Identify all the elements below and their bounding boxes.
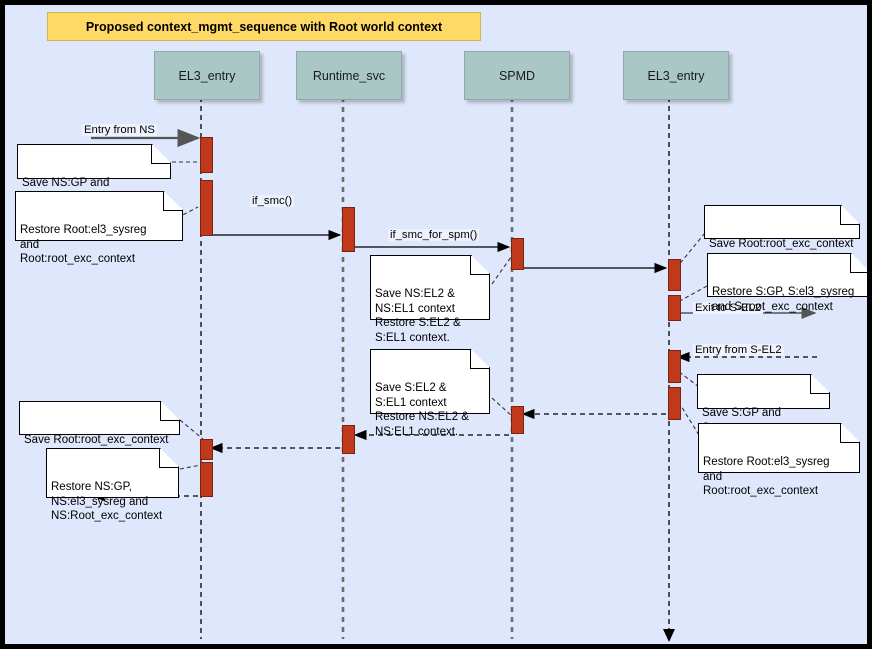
diagram-title-banner: Proposed context_mgmt_sequence with Root…	[47, 12, 481, 41]
note-save-s-gp: Save S:GP and S:root_exc_context	[697, 374, 830, 434]
note-save-root-exc-context-left: Save Root:root_exc_context	[19, 401, 180, 446]
activation-bar-el3-left-1	[200, 137, 213, 173]
note-connector-n7	[677, 400, 700, 436]
note-restore-s-gp: Restore S:GP, S:el3_sysreg and S:root_ex…	[707, 253, 867, 313]
message-label-if-smc-for-spm: if_smc_for_spm()	[388, 229, 480, 241]
note-fold-icon	[470, 255, 490, 275]
note-save-ns-el2-restore-s-el2: Save NS:EL2 & NS:EL1 context Restore S:E…	[370, 255, 490, 344]
note-fold-icon	[159, 448, 179, 468]
note-fold-icon	[160, 401, 180, 421]
note-text: Restore S:GP, S:el3_sysreg and S:root_ex…	[712, 286, 855, 313]
note-fold-icon	[810, 374, 830, 394]
activation-bar-spmd-2	[511, 406, 524, 434]
lifeline-header-runtime-svc[interactable]: Runtime_svc	[296, 51, 402, 100]
note-save-ns-gp: Save NS:GP and NS:Root_exc_context	[17, 144, 171, 204]
activation-bar-el3-left-2	[200, 180, 213, 236]
note-connector-n4	[676, 232, 706, 268]
activation-bar-runtime-svc-2	[342, 425, 355, 454]
note-connector-n3	[491, 256, 512, 285]
note-restore-ns-gp: Restore NS:GP, NS:el3_sysreg and NS:Root…	[46, 448, 179, 522]
note-text: Save Root:root_exc_context	[709, 238, 854, 251]
message-label-if-smc: if_smc()	[250, 195, 295, 207]
note-save-s-el2-restore-ns-el2: Save S:EL2 & S:EL1 context Restore NS:EL…	[370, 349, 490, 438]
note-text: Restore NS:GP, NS:el3_sysreg and NS:Root…	[51, 481, 163, 523]
note-fold-icon	[151, 144, 171, 164]
activation-bar-spmd-1	[511, 238, 524, 270]
note-fold-icon	[850, 253, 867, 273]
note-fold-icon	[840, 423, 860, 443]
note-fold-icon	[163, 191, 183, 211]
activation-bar-el3-right-4	[668, 387, 681, 420]
note-connector-n8	[491, 397, 514, 418]
message-label-entry-from-ns: Entry from NS	[82, 124, 157, 136]
message-label-entry-from-s-el2: Entry from S-EL2	[693, 344, 784, 356]
note-connector-n9	[179, 419, 204, 440]
note-save-root-exc-context-right: Save Root:root_exc_context	[704, 205, 860, 250]
lifeline-header-spmd[interactable]: SPMD	[464, 51, 570, 100]
note-connector-n10	[179, 464, 202, 470]
activation-bar-el3-right-2	[668, 295, 681, 321]
message-label-exit-to-s-el2: Exit to S-EL2	[693, 302, 763, 314]
note-text: Restore Root:el3_sysreg and Root:root_ex…	[20, 224, 147, 266]
note-text: Save S:EL2 & S:EL1 context Restore NS:EL…	[375, 382, 469, 438]
lifeline-label: SPMD	[498, 68, 536, 83]
note-text: Restore Root:el3_sysreg and Root:root_ex…	[703, 456, 830, 498]
lifeline-label: Runtime_svc	[312, 68, 386, 83]
note-restore-root-el3-sysreg-top: Restore Root:el3_sysreg and Root:root_ex…	[15, 191, 183, 265]
note-restore-root-el3-sysreg-right: Restore Root:el3_sysreg and Root:root_ex…	[698, 423, 860, 497]
activation-bar-el3-right-3	[668, 350, 681, 383]
note-connector-n5	[677, 285, 708, 303]
activation-bar-runtime-svc-1	[342, 207, 355, 252]
note-fold-icon	[840, 205, 860, 225]
note-text: Save NS:EL2 & NS:EL1 context Restore S:E…	[375, 288, 461, 344]
activation-bar-el3-left-4	[200, 462, 213, 497]
lifeline-label: EL3_entry	[178, 68, 236, 83]
note-fold-icon	[470, 349, 490, 369]
lifeline-header-el3-entry-right[interactable]: EL3_entry	[623, 51, 729, 100]
activation-bar-el3-right-1	[668, 259, 681, 291]
note-text: Save Root:root_exc_context	[24, 434, 169, 447]
activation-bar-el3-left-3	[200, 439, 213, 460]
lifeline-label: EL3_entry	[647, 68, 705, 83]
lifeline-header-el3-entry-left[interactable]: EL3_entry	[154, 51, 260, 100]
note-connector-n6	[677, 370, 700, 388]
